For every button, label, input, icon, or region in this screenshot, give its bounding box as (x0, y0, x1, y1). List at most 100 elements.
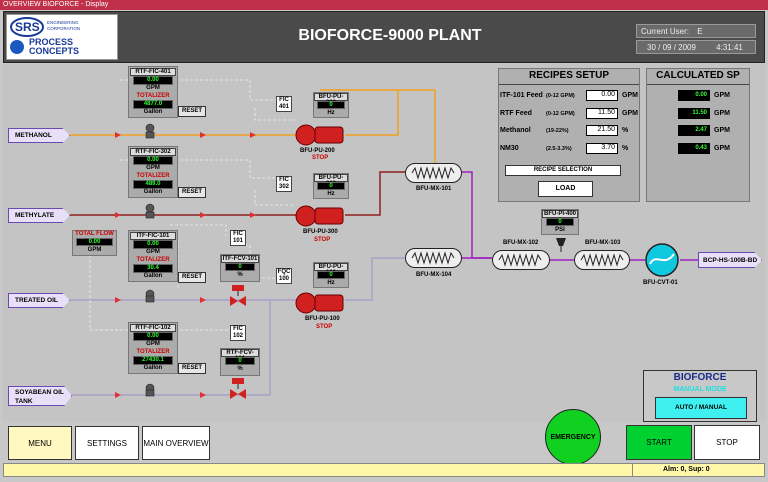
mixer-mx101[interactable] (405, 163, 462, 183)
total-flow-unit: GPM (87, 247, 102, 253)
recipe-methanol-label: Methanol (500, 127, 531, 134)
load-button[interactable]: LOAD (538, 181, 593, 197)
mixer-label: BFU-MX-101 (416, 186, 452, 192)
totalizer-label: TOTALIZER (136, 257, 170, 263)
recipe-selection-button[interactable]: RECIPE SELECTION (505, 165, 621, 176)
pump-unit: Hz (327, 280, 335, 286)
controller-fic-401[interactable]: FIC 401 (276, 96, 292, 112)
outlet-label: BCP-HS-100B-BD (698, 252, 762, 268)
mixer-mx103[interactable] (574, 250, 630, 270)
bioforce-title: BIOFORCE (673, 372, 727, 383)
current-user-value: E (697, 27, 703, 36)
totalizer-value: 27430.1 (133, 356, 173, 365)
pump-icon[interactable] (295, 203, 347, 229)
calc-sp-value: 0.43 (678, 143, 710, 154)
reset-button-401[interactable]: RESET (178, 106, 206, 117)
svg-text:CORPORATION: CORPORATION (47, 26, 80, 31)
meter-tag: ITF-FIC-101 (130, 232, 176, 240)
calc-sp-unit: GPM (714, 110, 730, 117)
pressure-value: 0 (546, 218, 574, 226)
controller-fqc-100[interactable]: FQC 100 (276, 268, 292, 284)
svg-text:PROCESS: PROCESS (29, 37, 73, 47)
cavitator-icon[interactable] (644, 242, 680, 278)
main-overview-button[interactable]: MAIN OVERVIEW (142, 426, 210, 460)
recipe-methanol-unit: % (622, 127, 629, 134)
window-titlebar: OVERVIEW BIOFORCE - Display (0, 0, 768, 10)
meter-tag: RTF-FIC-401 (130, 68, 176, 76)
calc-sp-unit: GPM (714, 145, 730, 152)
totalizer-unit: Gallon (143, 365, 163, 371)
reset-button-102[interactable]: RESET (178, 363, 206, 374)
control-valve-icon[interactable] (228, 285, 248, 307)
pump-name: BFU-PU-100 (305, 316, 340, 322)
pump-icon[interactable] (295, 122, 347, 148)
calc-sp-unit: GPM (714, 92, 730, 99)
flow-value: 0.00 (133, 156, 173, 165)
logo-graphic: SRS ENGINEERING CORPORATION PROCESS CONC… (10, 17, 80, 56)
valve-value: 0 (225, 357, 255, 365)
cavitator-label: BFU-CVT-01 (643, 280, 678, 286)
start-button[interactable]: START (626, 425, 692, 460)
inlet-methylate: METHYLATE (8, 208, 70, 223)
emergency-button[interactable]: EMERGENCY (545, 409, 601, 465)
recipe-nm30-input[interactable]: 3.70 (586, 143, 618, 154)
flow-unit: GPM (146, 249, 160, 255)
flow-unit: GPM (146, 341, 160, 347)
bioforce-mode-status: MANUAL MODE (673, 386, 727, 393)
meter-tag: RTF-FIC-302 (130, 148, 176, 156)
control-valve-icon[interactable] (228, 378, 248, 400)
current-user-label: Current User: (641, 27, 690, 36)
pump-status: STOP (316, 324, 333, 330)
reset-button-302[interactable]: RESET (178, 187, 206, 198)
pressure-unit: PSI (555, 227, 565, 233)
settings-button[interactable]: SETTINGS (75, 426, 139, 460)
mixer-coil-icon (411, 251, 455, 265)
pump-speed: 0 (317, 271, 345, 279)
valve-tag: ITF-FCV-101 (221, 255, 259, 263)
inlet-soybean-oil: SOYABEAN OIL TANK (8, 386, 72, 406)
recipe-rtf-input[interactable]: 11.50 (586, 108, 618, 119)
auto-manual-button[interactable]: AUTO / MANUAL (655, 397, 747, 419)
mixer-mx104[interactable] (405, 248, 462, 268)
inlet-treated-oil: TREATED OIL (8, 293, 70, 308)
valve-value: 0 (225, 263, 255, 271)
recipe-rtf-range: (0-12 GPM) (546, 111, 575, 117)
pump-tag: BFU-PU-200 (314, 93, 348, 106)
pump-icon[interactable] (295, 290, 347, 316)
recipe-methanol-input[interactable]: 21.50 (586, 125, 618, 136)
flow-unit: GPM (146, 165, 160, 171)
mixer-coil-icon (580, 253, 624, 267)
svg-text:CONCEPTS: CONCEPTS (29, 46, 79, 56)
controller-fic-102[interactable]: FIC 102 (230, 325, 246, 341)
recipe-itf-range: (0-12 GPM) (546, 93, 575, 99)
totalizer-unit: Gallon (143, 189, 163, 195)
calculated-sp-title: CALCULATED SP (656, 70, 740, 81)
mixer-coil-icon (498, 253, 542, 267)
flow-value: 0.00 (133, 240, 173, 249)
mixer-mx102[interactable] (492, 250, 550, 270)
recipe-itf-unit: GPM (622, 92, 638, 99)
totalizer-label: TOTALIZER (136, 349, 170, 355)
menu-button[interactable]: MENU (8, 426, 72, 460)
mixer-label: BFU-MX-102 (503, 240, 539, 246)
date-display: 30 / 09 / 2009 (647, 43, 696, 52)
status-bar (3, 463, 765, 477)
controller-fic-302[interactable]: FIC 302 (276, 176, 292, 192)
reset-button-101[interactable]: RESET (178, 272, 206, 283)
meter-tag: RTF-FIC-102 (130, 324, 176, 332)
pump-name: BFU-PU-200 (300, 148, 335, 154)
current-user-box: Current User: E (636, 24, 756, 38)
valve-tag: RTF-FCV-101 (221, 349, 259, 362)
total-flow-value: 0.00 (76, 238, 113, 246)
pump-name: BFU-PU-300 (303, 229, 338, 235)
recipe-nm30-label: NM30 (500, 145, 519, 152)
stop-button[interactable]: STOP (694, 425, 760, 460)
inlet-methanol: METHANOL (8, 128, 70, 143)
controller-fic-101[interactable]: FIC 101 (230, 230, 246, 246)
mixer-coil-icon (411, 166, 455, 180)
pump-unit: Hz (327, 110, 335, 116)
alarm-summary: Alm: 0, Sup: 0 (632, 463, 765, 477)
svg-text:ENGINEERING: ENGINEERING (47, 20, 79, 25)
recipe-itf-input[interactable]: 0.00 (586, 90, 618, 101)
recipe-nm30-unit: % (622, 145, 629, 152)
